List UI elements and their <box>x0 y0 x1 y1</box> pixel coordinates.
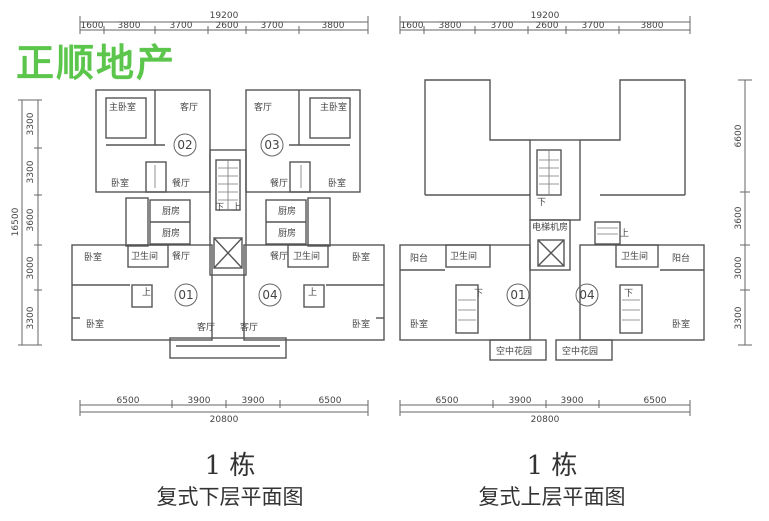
room-sky-garden: 空中花园 <box>562 345 598 357</box>
lower-top-dim: 3700 <box>261 21 284 31</box>
lower-left-dim: 3000 <box>26 256 36 279</box>
unit-number: 01 <box>510 288 525 302</box>
room-kitchen: 厨房 <box>278 205 296 217</box>
lower-bottom-dim: 6500 <box>319 396 342 406</box>
upper-bottom-dim: 6500 <box>644 396 667 406</box>
upper-top-dim: 3700 <box>582 21 605 31</box>
upper-bottom-dim: 3900 <box>561 396 584 406</box>
room-elevator-machine: 电梯机房 <box>532 221 568 233</box>
lower-left-dim: 3300 <box>26 306 36 329</box>
stair-up-label: 上 <box>232 202 241 213</box>
upper-floor-title: 复式上层平面图 <box>478 485 626 509</box>
lower-top-total: 19200 <box>210 11 239 21</box>
upper-right-dim: 3300 <box>734 306 744 329</box>
unit-number: 02 <box>177 138 192 152</box>
stair-down-label: 下 <box>624 289 633 299</box>
room-bathroom: 卫生间 <box>131 250 158 262</box>
upper-bottom-dim: 3900 <box>509 396 532 406</box>
room-living: 客厅 <box>240 321 258 333</box>
room-kitchen: 厨房 <box>162 227 180 239</box>
unit-number: 04 <box>579 288 594 302</box>
room-bedroom: 卧室 <box>410 318 428 330</box>
upper-top-dim: 1600 <box>401 21 424 31</box>
stair-down-label: 下 <box>474 289 483 299</box>
stair-down-label: 下 <box>537 198 546 208</box>
room-living: 客厅 <box>180 101 198 113</box>
upper-top-dim: 3800 <box>439 21 462 31</box>
room-balcony: 阳台 <box>672 252 690 264</box>
room-dining: 餐厅 <box>270 177 288 189</box>
upper-bottom-dim: 6500 <box>436 396 459 406</box>
room-living: 客厅 <box>254 101 272 113</box>
room-bathroom: 卫生间 <box>293 250 320 262</box>
brand-logo-text: 正顺地产 <box>16 41 177 85</box>
room-kitchen: 厨房 <box>278 227 296 239</box>
lower-top-dim: 1600 <box>81 21 104 31</box>
room-master-bedroom: 主卧室 <box>109 101 136 113</box>
upper-building-label: 1 栋 <box>526 451 578 481</box>
lower-left-dim: 3300 <box>26 160 36 183</box>
upper-top-dim: 3700 <box>491 21 514 31</box>
room-dining: 餐厅 <box>172 177 190 189</box>
lower-top-dim: 3700 <box>170 21 193 31</box>
room-bedroom: 卧室 <box>672 318 690 330</box>
lower-top-dim: 2600 <box>216 21 239 31</box>
upper-right-dim: 3000 <box>734 256 744 279</box>
lower-top-dim: 3800 <box>118 21 141 31</box>
room-bedroom: 卧室 <box>111 177 129 189</box>
unit-number: 03 <box>264 138 279 152</box>
room-dining: 餐厅 <box>172 250 190 262</box>
upper-right-dim: 6600 <box>734 124 744 147</box>
lower-left-dim: 3600 <box>26 208 36 231</box>
unit-number: 01 <box>178 288 193 302</box>
upper-top-dim: 2600 <box>536 21 559 31</box>
stair-up-label: 上 <box>142 287 151 298</box>
room-bedroom: 卧室 <box>84 251 102 263</box>
lower-bottom-dim: 3900 <box>242 396 265 406</box>
room-kitchen: 厨房 <box>162 205 180 217</box>
lower-building-label: 1 栋 <box>204 451 256 481</box>
room-bedroom: 卧室 <box>352 251 370 263</box>
lower-floor-title: 复式下层平面图 <box>156 485 304 509</box>
upper-top-dim: 3800 <box>641 21 664 31</box>
room-balcony: 阳台 <box>410 252 428 264</box>
unit-number: 04 <box>262 288 277 302</box>
room-bedroom: 卧室 <box>86 318 104 330</box>
upper-bottom-total: 20800 <box>531 415 560 425</box>
room-bathroom: 卫生间 <box>450 250 477 262</box>
room-bedroom: 卧室 <box>352 318 370 330</box>
room-dining: 餐厅 <box>270 250 288 262</box>
stair-up-label: 上 <box>308 287 317 298</box>
lower-top-dim: 3800 <box>322 21 345 31</box>
room-bathroom: 卫生间 <box>621 250 648 262</box>
upper-top-total: 19200 <box>531 11 560 21</box>
lower-left-total: 16500 <box>11 207 21 236</box>
room-master-bedroom: 主卧室 <box>320 101 347 113</box>
lower-bottom-total: 20800 <box>210 415 239 425</box>
lower-left-dim: 3300 <box>26 112 36 135</box>
lower-bottom-dim: 3900 <box>188 396 211 406</box>
upper-right-dim: 3600 <box>734 206 744 229</box>
room-bedroom: 卧室 <box>328 177 346 189</box>
stair-down-label: 下 <box>215 203 224 213</box>
lower-bottom-dim: 6500 <box>117 396 140 406</box>
room-sky-garden: 空中花园 <box>496 345 532 357</box>
stair-up-label: 上 <box>620 228 629 239</box>
room-living: 客厅 <box>197 321 215 333</box>
